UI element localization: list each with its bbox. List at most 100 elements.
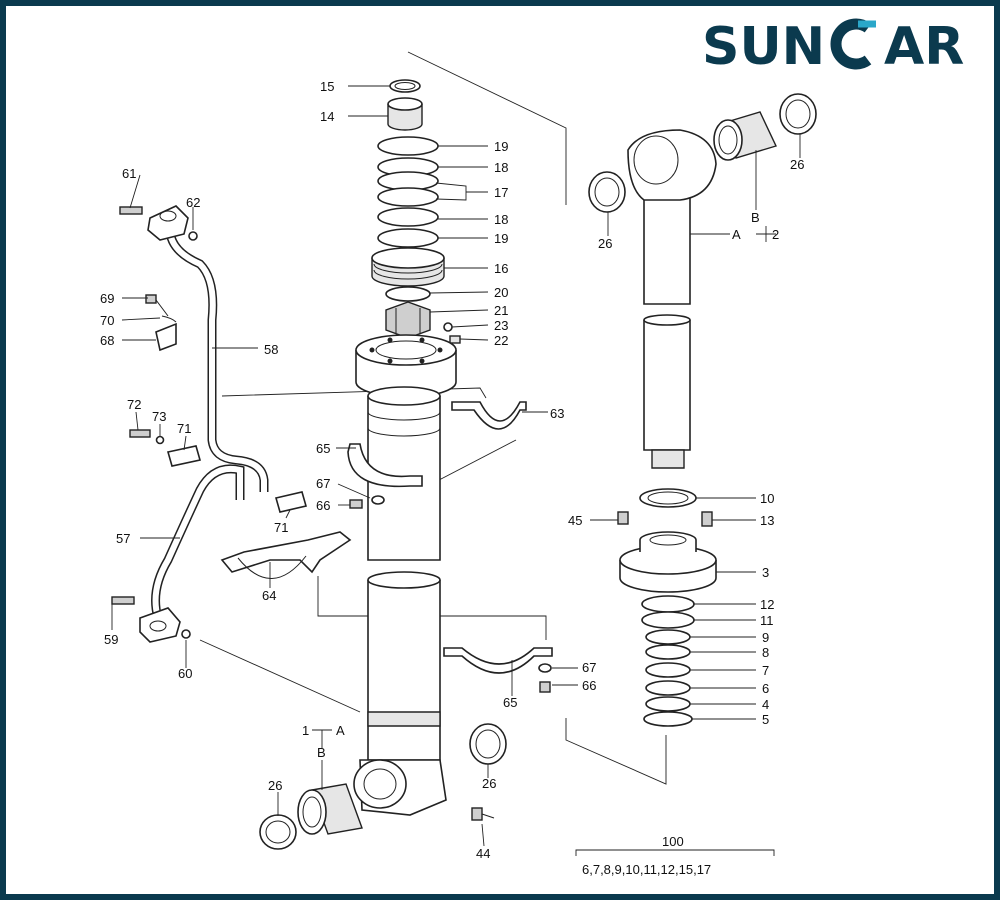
part-5-ring	[643, 711, 693, 727]
part-69-bolt	[145, 294, 169, 317]
label-7: 7	[762, 663, 769, 678]
part-45-fitting	[617, 511, 629, 525]
label-a-lower: A	[336, 723, 345, 738]
part-58-pipe	[165, 225, 269, 492]
logo-text-right: AR	[884, 17, 964, 74]
part-57-pipe	[151, 464, 245, 620]
label-63: 63	[550, 406, 564, 421]
label-10: 10	[760, 491, 774, 506]
label-61: 61	[122, 166, 136, 181]
part-68-clip	[155, 322, 177, 352]
kit-number: 100	[662, 834, 684, 849]
label-6: 6	[762, 681, 769, 696]
part-71-clip-a	[166, 445, 202, 467]
part-26-seal-right-left	[588, 171, 626, 213]
label-73: 73	[152, 409, 166, 424]
part-67-washers	[371, 495, 552, 673]
label-11: 11	[760, 613, 774, 628]
label-21: 21	[494, 303, 508, 318]
label-5: 5	[762, 712, 769, 727]
label-62: 62	[186, 195, 200, 210]
part-59-bolt	[111, 596, 135, 605]
label-8: 8	[762, 645, 769, 660]
label-15: 15	[320, 79, 334, 94]
label-45: 45	[568, 513, 582, 528]
label-26-bottom-left: 26	[268, 778, 282, 793]
label-12: 12	[760, 597, 774, 612]
part-9-ring	[645, 629, 691, 645]
seal-stack-center	[371, 79, 461, 344]
label-1: 1	[302, 723, 309, 738]
part-65-clamp-lower	[443, 647, 553, 674]
label-b-lower: B	[317, 745, 326, 760]
seal-stack-right	[641, 595, 695, 727]
part-7-ring	[645, 662, 691, 678]
label-26-right-left: 26	[598, 236, 612, 251]
part-71-clip-b	[274, 491, 308, 513]
part-44-grease-fitting	[471, 807, 495, 821]
label-65-lower: 65	[503, 695, 517, 710]
label-19-top: 19	[494, 139, 508, 154]
label-3: 3	[762, 565, 769, 580]
label-leaders	[111, 85, 801, 856]
label-66-lower: 66	[582, 678, 596, 693]
part-13-bolt	[701, 511, 713, 527]
part-26-seal-right-top	[779, 93, 817, 135]
label-64: 64	[262, 588, 276, 603]
part-14-bushing	[387, 97, 423, 131]
label-70: 70	[100, 313, 114, 328]
label-14: 14	[320, 109, 334, 124]
label-26-right-top: 26	[790, 157, 804, 172]
part-20-ring	[385, 286, 431, 302]
part-73-washer	[155, 435, 165, 445]
part-62-oring	[188, 231, 198, 241]
part-66-bolts	[349, 499, 551, 693]
label-9: 9	[762, 630, 769, 645]
part-16-threaded-nut	[371, 247, 445, 287]
label-16: 16	[494, 261, 508, 276]
label-69: 69	[100, 291, 114, 306]
part-17-ring-b	[377, 187, 439, 207]
label-19-bottom: 19	[494, 231, 508, 246]
part-26-seal-bottom-mid	[469, 723, 507, 765]
label-13: 13	[760, 513, 774, 528]
label-58: 58	[264, 342, 278, 357]
label-65-upper: 65	[316, 441, 330, 456]
label-67-upper: 67	[316, 476, 330, 491]
part-4-ring	[645, 696, 691, 712]
label-4: 4	[762, 697, 769, 712]
pipe-flange-bottom	[139, 607, 181, 643]
logo-c-mark	[830, 18, 876, 70]
part-63-clamp	[451, 401, 527, 430]
label-23: 23	[494, 318, 508, 333]
label-26-bottom-mid: 26	[482, 776, 496, 791]
part-8-ring	[645, 644, 691, 660]
label-17: 17	[494, 185, 508, 200]
kit-contents: 6,7,8,9,10,11,12,15,17	[582, 862, 711, 877]
part-22-set-screw	[449, 335, 461, 344]
part-3-cylinder-head	[619, 531, 717, 593]
label-66-upper: 66	[316, 498, 330, 513]
label-67-lower: 67	[582, 660, 596, 675]
part-70-washer	[161, 315, 177, 323]
label-b-upper: B	[751, 210, 760, 225]
part-b-bushing-right	[713, 111, 777, 161]
label-71-upper: 71	[177, 421, 191, 436]
part-18-ring-bottom	[377, 207, 439, 227]
part-11-ring	[641, 611, 695, 629]
label-18-bottom: 18	[494, 212, 508, 227]
part-60-oring	[181, 629, 191, 639]
label-72: 72	[127, 397, 141, 412]
suncar-logo: SUN AR	[702, 17, 964, 74]
part-10-ring	[639, 488, 697, 508]
part-26-seal-bottom-left	[259, 814, 297, 850]
label-59: 59	[104, 632, 118, 647]
logo-text-left: SUN	[702, 17, 825, 74]
part-64-clamp-bracket	[220, 531, 352, 579]
label-71-lower: 71	[274, 520, 288, 535]
part-12-ring	[641, 595, 695, 613]
part-72-bolt	[129, 429, 151, 438]
part-21-hex-nut	[385, 301, 431, 339]
label-20: 20	[494, 285, 508, 300]
